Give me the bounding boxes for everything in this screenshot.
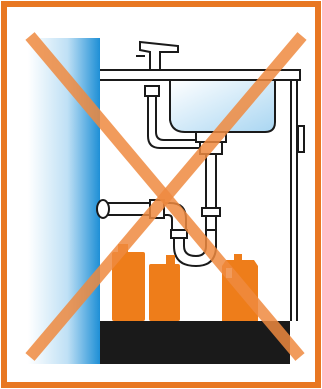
p-trap-nut: [171, 230, 187, 238]
cabinet-floor: [100, 321, 290, 364]
container-medium: [149, 255, 180, 321]
